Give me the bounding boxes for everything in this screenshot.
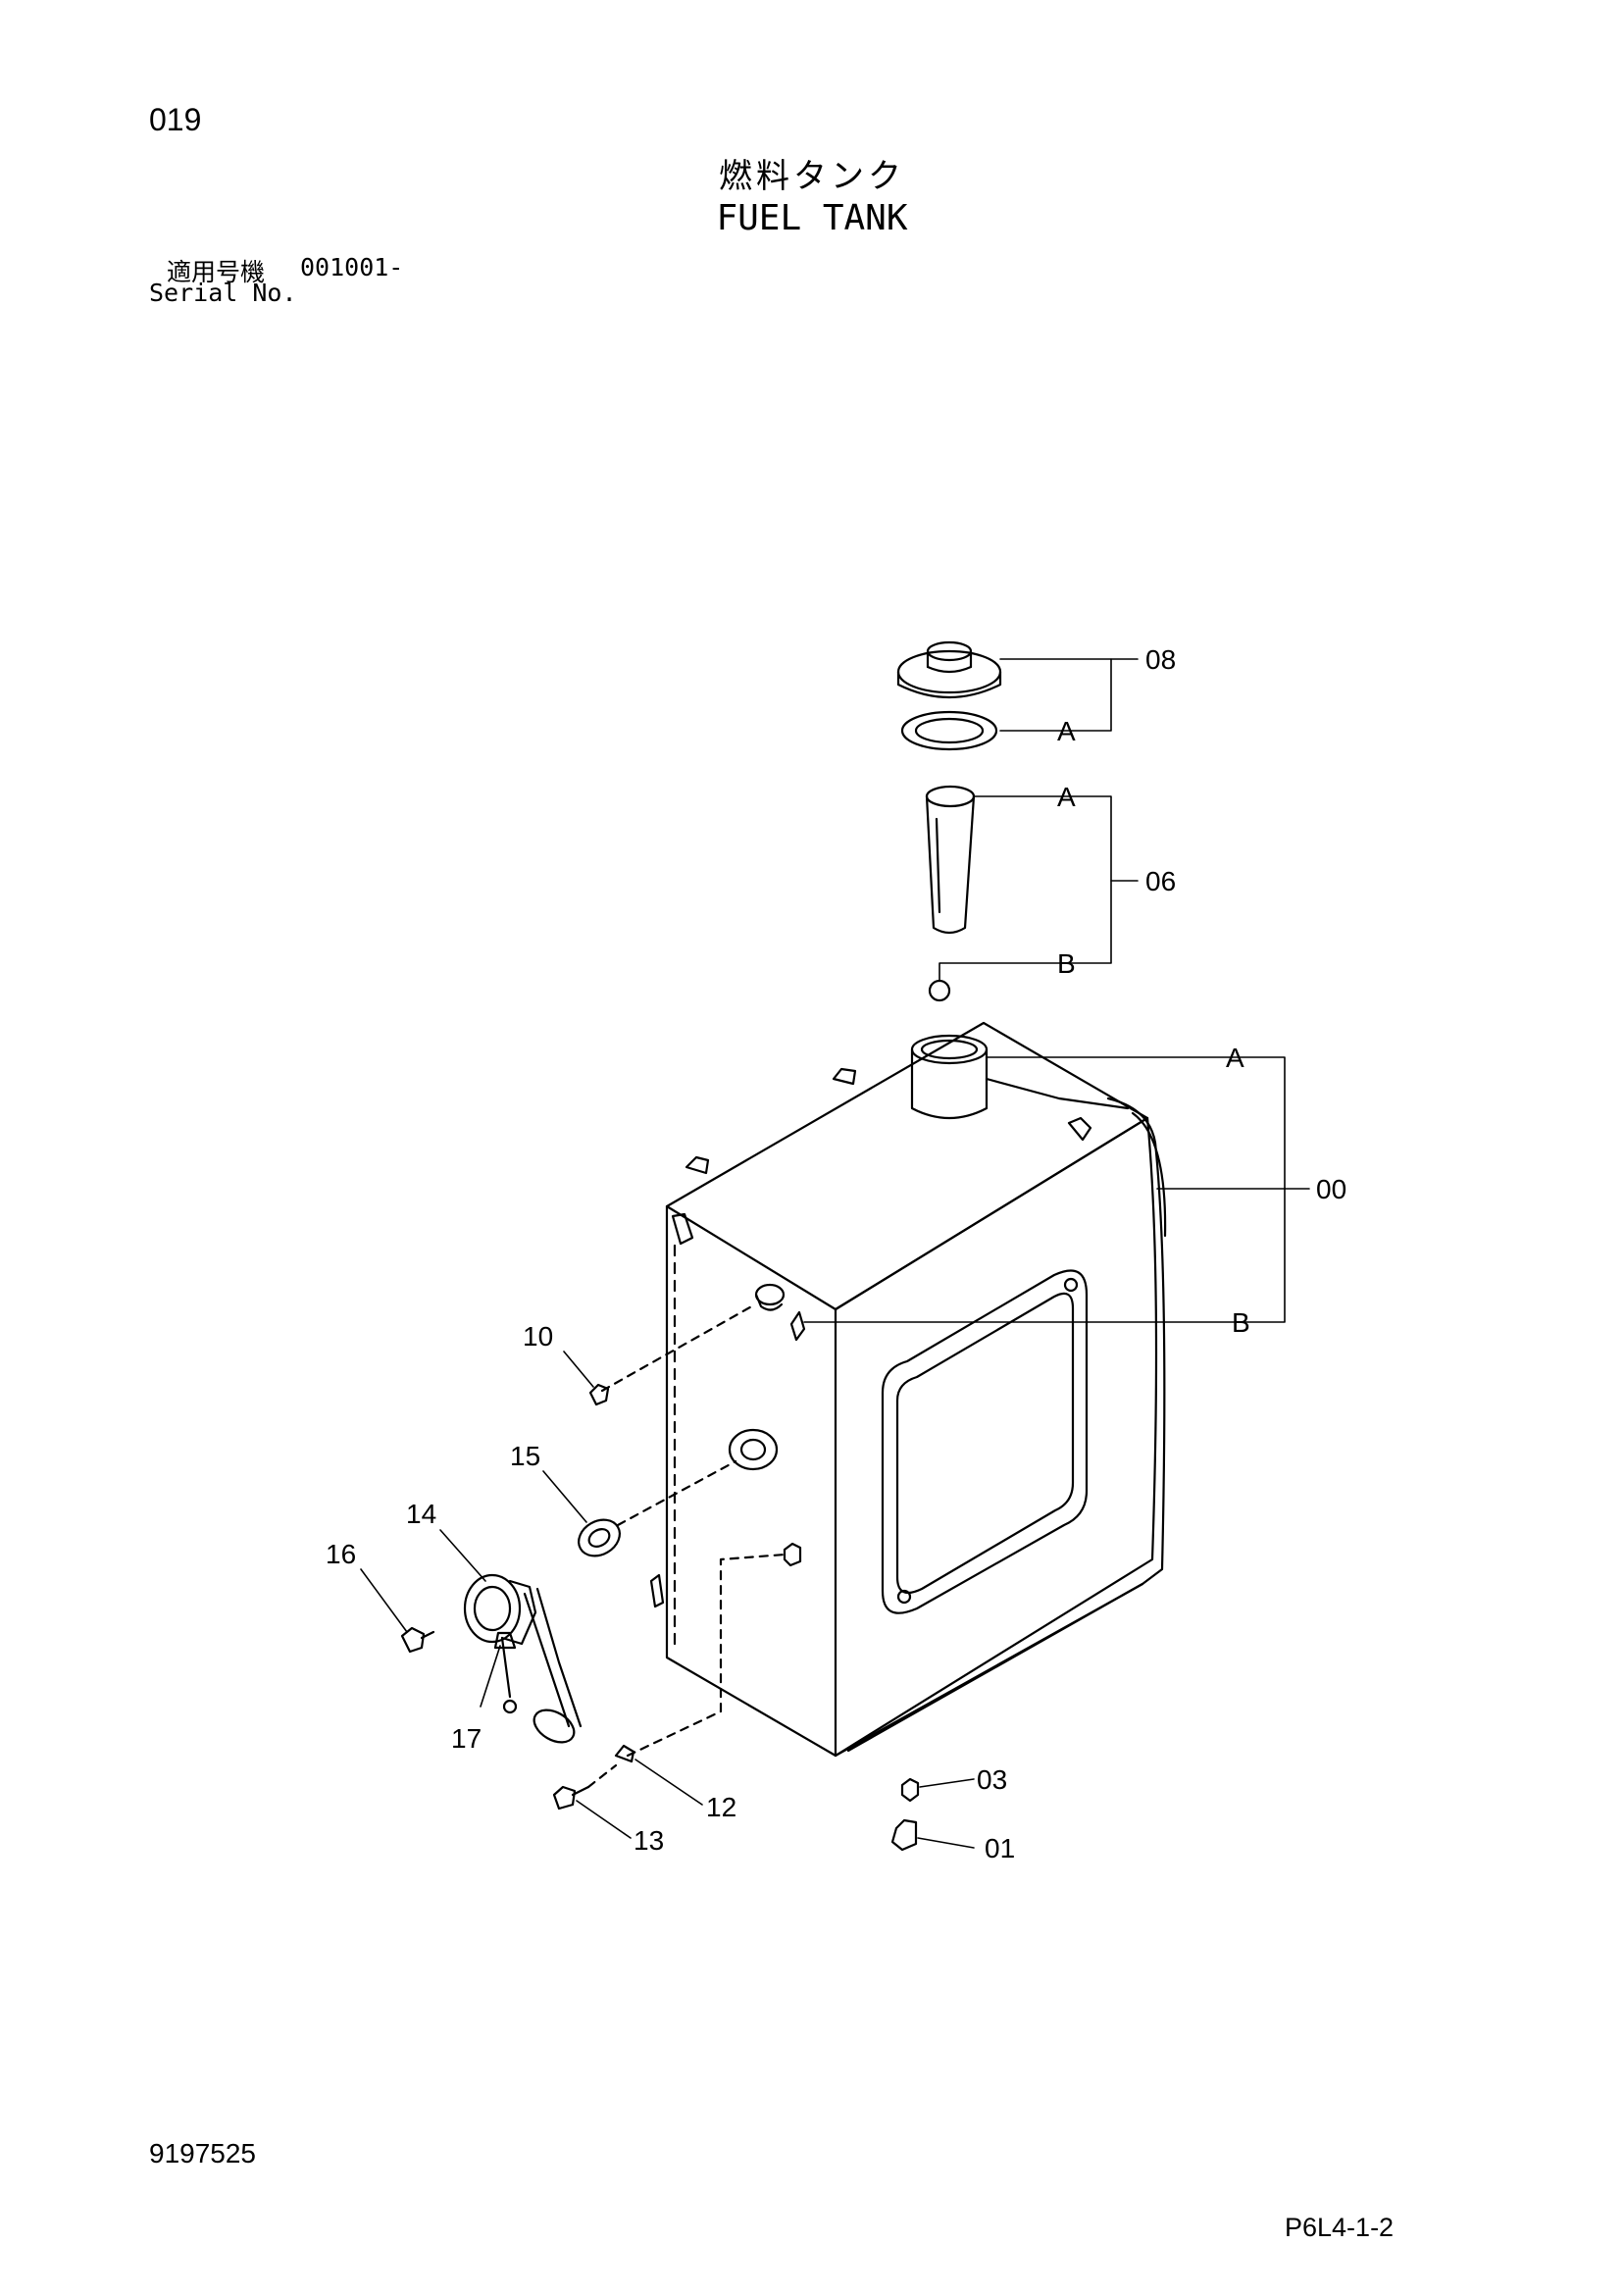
callout-a-1: A [1057, 716, 1076, 746]
leader-lines [360, 658, 1310, 1849]
callout-12: 12 [706, 1792, 736, 1822]
callout-01: 01 [985, 1833, 1015, 1863]
part-01-bracket [890, 1818, 918, 1852]
serial-label-japanese: 適用号機 [167, 258, 266, 286]
callout-a-2: A [1057, 782, 1076, 812]
part-16-screw [400, 1626, 435, 1654]
callout-14: 14 [406, 1499, 436, 1529]
part-13-bolt [552, 1763, 618, 1811]
part-15-gasket [578, 1459, 737, 1557]
part-00-tank [649, 1021, 1167, 1758]
part-08-cap [896, 640, 1002, 698]
part-17-float [493, 1631, 517, 1650]
callout-17: 17 [451, 1723, 482, 1754]
callout-b-1: B [1057, 948, 1076, 979]
callout-06: 06 [1145, 866, 1176, 896]
part-03-fitting [900, 1777, 920, 1803]
document-number: 9197525 [149, 2138, 257, 2168]
part-12-clamp [614, 1553, 787, 1763]
page-code: P6L4-1-2 [1285, 2213, 1395, 2242]
part-10-plug [588, 1302, 757, 1406]
callout-00: 00 [1316, 1174, 1346, 1204]
serial-value: 001001- [300, 253, 404, 281]
seal-ring [900, 710, 998, 751]
page-number: 019 [149, 102, 202, 137]
callout-16: 16 [326, 1539, 356, 1569]
callout-13: 13 [634, 1825, 664, 1856]
serial-label-english: Serial No. [149, 279, 297, 307]
part-06-strainer [925, 785, 976, 1002]
part-14-fuel-sender [463, 1573, 583, 1744]
title-japanese: 燃料タンク [719, 157, 905, 196]
callout-15: 15 [510, 1441, 540, 1471]
title-english: FUEL TANK [716, 198, 908, 238]
callout-a-3: A [1226, 1043, 1244, 1073]
callout-08: 08 [1145, 644, 1176, 675]
callout-03: 03 [977, 1764, 1007, 1795]
callout-labels: 08 A A 06 B A 00 B 10 15 14 16 17 12 13 … [326, 644, 1346, 1863]
callout-10: 10 [523, 1321, 553, 1352]
callout-b-2: B [1232, 1307, 1250, 1338]
